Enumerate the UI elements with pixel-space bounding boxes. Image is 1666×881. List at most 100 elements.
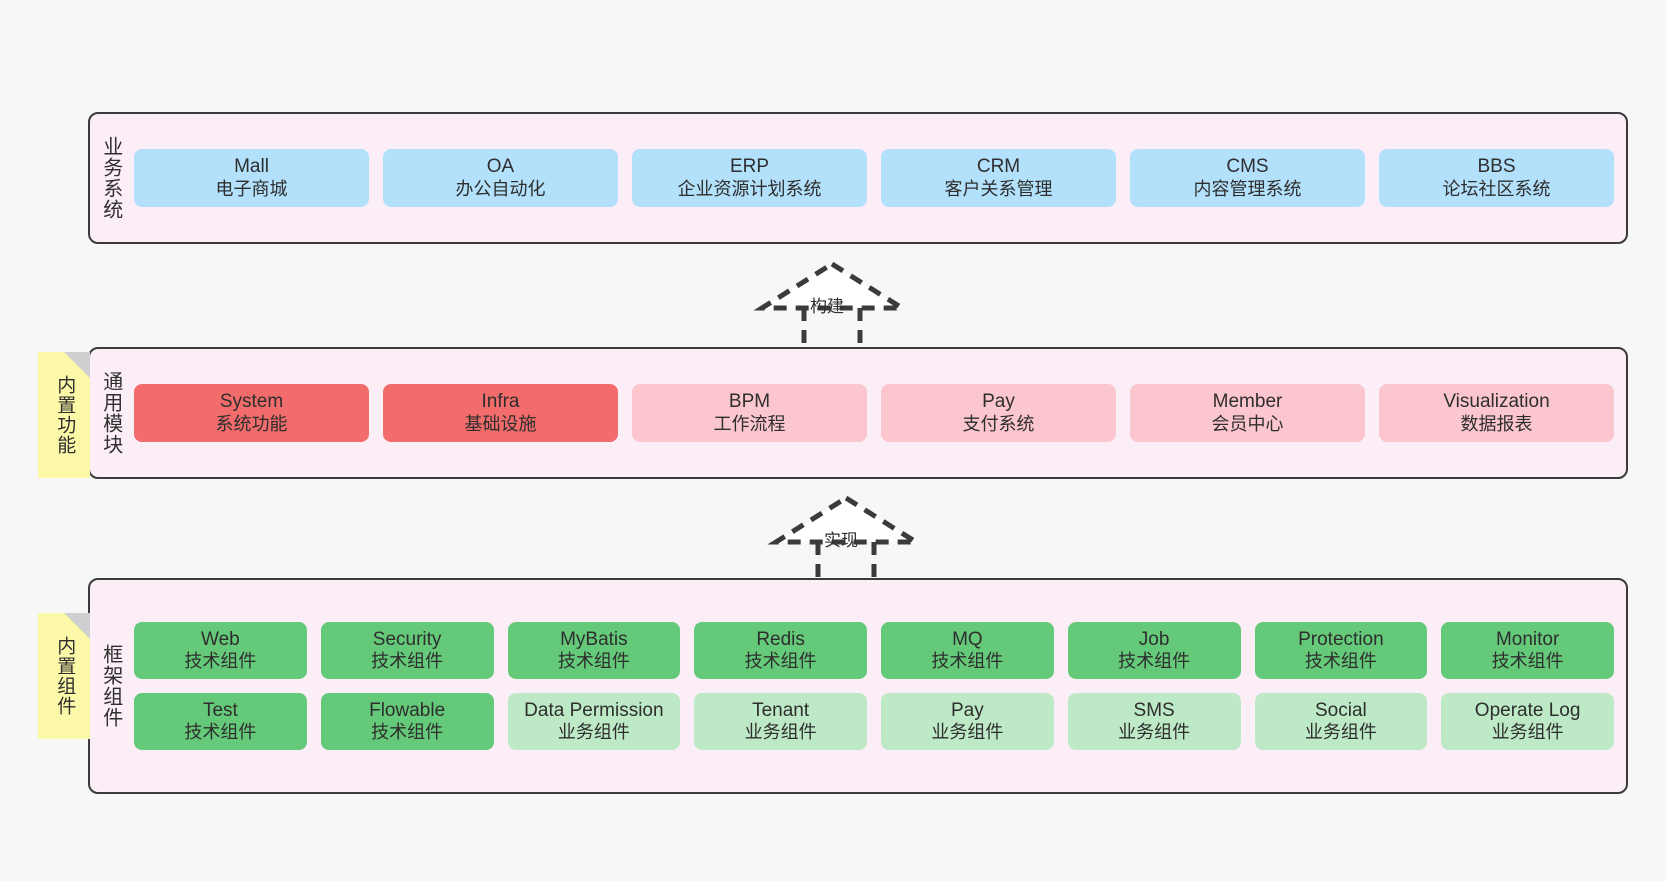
- node-pay-module[interactable]: Pay 支付系统: [881, 384, 1116, 442]
- node-tenant[interactable]: Tenant 业务组件: [694, 693, 867, 751]
- node-row: System 系统功能 Infra 基础设施 BPM 工作流程 Pay 支付系统…: [134, 384, 1614, 442]
- note-label: 内置功能: [54, 375, 76, 455]
- node-title: Pay: [982, 391, 1015, 413]
- node-subtitle: 技术组件: [184, 651, 257, 672]
- node-erp[interactable]: ERP 企业资源计划系统: [632, 149, 867, 207]
- node-subtitle: 企业资源计划系统: [677, 178, 822, 199]
- connector-build-label: 构建: [810, 297, 844, 316]
- node-title: Member: [1212, 391, 1283, 413]
- node-subtitle: 系统功能: [215, 413, 288, 434]
- node-title: Mall: [234, 156, 269, 178]
- node-title: BBS: [1477, 156, 1516, 178]
- node-subtitle: 数据报表: [1460, 413, 1533, 434]
- node-subtitle: 技术组件: [931, 651, 1004, 672]
- node-bpm[interactable]: BPM 工作流程: [632, 384, 867, 442]
- node-mall[interactable]: Mall 电子商城: [134, 149, 369, 207]
- node-sms[interactable]: SMS 业务组件: [1067, 693, 1241, 751]
- node-title: Redis: [756, 628, 805, 650]
- node-job[interactable]: Job 技术组件: [1067, 621, 1241, 679]
- node-subtitle: 业务组件: [1491, 722, 1564, 743]
- node-title: ERP: [729, 156, 770, 178]
- layer-body-framework-component: Web 技术组件 Security 技术组件 MyBatis 技术组件 Redi…: [130, 580, 1626, 792]
- node-subtitle: 业务组件: [1118, 722, 1191, 743]
- node-security[interactable]: Security 技术组件: [320, 621, 494, 679]
- node-web[interactable]: Web 技术组件: [134, 621, 307, 679]
- node-protection[interactable]: Protection 技术组件: [1254, 621, 1428, 679]
- node-title: MQ: [952, 628, 983, 650]
- node-data-permission[interactable]: Data Permission 业务组件: [507, 693, 681, 751]
- node-pay-component[interactable]: Pay 业务组件: [881, 693, 1054, 751]
- node-title: CMS: [1226, 156, 1269, 178]
- layer-title-framework-component: 框架组件: [99, 644, 122, 728]
- node-subtitle: 技术组件: [744, 651, 817, 672]
- layer-common-module: 通用模块 System 系统功能 Infra 基础设施 BPM 工作流程 Pay…: [88, 347, 1628, 479]
- node-subtitle: 技术组件: [1304, 651, 1377, 672]
- node-title: Monitor: [1495, 628, 1560, 650]
- node-bbs[interactable]: BBS 论坛社区系统: [1379, 149, 1614, 207]
- node-title: SMS: [1133, 700, 1175, 721]
- node-title: Security: [372, 628, 442, 650]
- node-social[interactable]: Social 业务组件: [1254, 693, 1428, 751]
- node-row: Web 技术组件 Security 技术组件 MyBatis 技术组件 Redi…: [134, 621, 1614, 679]
- node-subtitle: 业务组件: [1304, 722, 1377, 743]
- node-title: Web: [201, 628, 240, 650]
- note-builtin-component: 内置组件: [38, 613, 90, 739]
- node-title: BPM: [728, 391, 771, 413]
- node-title: Protection: [1298, 628, 1384, 650]
- node-subtitle: 基础设施: [464, 413, 537, 434]
- node-title: System: [219, 391, 284, 413]
- node-infra[interactable]: Infra 基础设施: [383, 384, 618, 442]
- node-title: Flowable: [369, 700, 446, 721]
- node-subtitle: 技术组件: [184, 722, 257, 743]
- note-builtin-feature: 内置功能: [38, 352, 90, 478]
- node-subtitle: 内容管理系统: [1193, 178, 1302, 199]
- node-subtitle: 技术组件: [1118, 651, 1191, 672]
- node-title: Test: [202, 700, 238, 721]
- node-oa[interactable]: OA 办公自动化: [383, 149, 618, 207]
- node-system[interactable]: System 系统功能: [134, 384, 369, 442]
- node-mybatis[interactable]: MyBatis 技术组件: [507, 621, 681, 679]
- folded-corner-icon: [64, 613, 90, 639]
- node-subtitle: 技术组件: [557, 651, 630, 672]
- node-flowable[interactable]: Flowable 技术组件: [320, 693, 494, 751]
- layer-business-system: 业务系统 Mall 电子商城 OA 办公自动化 ERP 企业资源计划系统 CRM…: [88, 112, 1628, 244]
- node-visualization[interactable]: Visualization 数据报表: [1379, 384, 1614, 442]
- node-mq[interactable]: MQ 技术组件: [881, 621, 1054, 679]
- node-subtitle: 业务组件: [931, 722, 1004, 743]
- node-member[interactable]: Member 会员中心: [1130, 384, 1365, 442]
- node-title: Tenant: [752, 700, 810, 721]
- layer-body-common-module: System 系统功能 Infra 基础设施 BPM 工作流程 Pay 支付系统…: [130, 349, 1626, 477]
- node-subtitle: 业务组件: [744, 722, 817, 743]
- layer-title-business-system: 业务系统: [99, 136, 122, 220]
- node-title: Infra: [481, 391, 520, 413]
- node-subtitle: 业务组件: [557, 722, 630, 743]
- node-subtitle: 工作流程: [713, 413, 786, 434]
- node-redis[interactable]: Redis 技术组件: [694, 621, 867, 679]
- node-title: Social: [1315, 700, 1367, 721]
- node-subtitle: 论坛社区系统: [1442, 178, 1551, 199]
- node-test[interactable]: Test 技术组件: [134, 693, 307, 751]
- node-monitor[interactable]: Monitor 技术组件: [1441, 621, 1614, 679]
- node-title: Job: [1138, 628, 1170, 650]
- node-subtitle: 电子商城: [215, 178, 288, 199]
- node-subtitle: 支付系统: [962, 413, 1035, 434]
- node-title: Pay: [951, 700, 984, 721]
- layer-title-common-module: 通用模块: [99, 371, 122, 455]
- node-subtitle: 技术组件: [371, 722, 444, 743]
- node-subtitle: 技术组件: [1491, 651, 1564, 672]
- node-row: Mall 电子商城 OA 办公自动化 ERP 企业资源计划系统 CRM 客户关系…: [134, 149, 1614, 207]
- node-subtitle: 会员中心: [1211, 413, 1284, 434]
- connector-implement-label: 实现: [824, 531, 858, 550]
- node-title: OA: [486, 156, 515, 178]
- node-crm[interactable]: CRM 客户关系管理: [881, 149, 1116, 207]
- node-title: Visualization: [1443, 391, 1550, 413]
- node-title: Operate Log: [1474, 700, 1581, 721]
- node-subtitle: 技术组件: [371, 651, 444, 672]
- node-subtitle: 客户关系管理: [944, 178, 1053, 199]
- node-operate-log[interactable]: Operate Log 业务组件: [1441, 693, 1614, 751]
- node-title: Data Permission: [524, 700, 664, 721]
- node-title: CRM: [976, 156, 1021, 178]
- layer-framework-component: 框架组件 Web 技术组件 Security 技术组件 MyBatis 技术组件…: [88, 578, 1628, 794]
- node-cms[interactable]: CMS 内容管理系统: [1130, 149, 1365, 207]
